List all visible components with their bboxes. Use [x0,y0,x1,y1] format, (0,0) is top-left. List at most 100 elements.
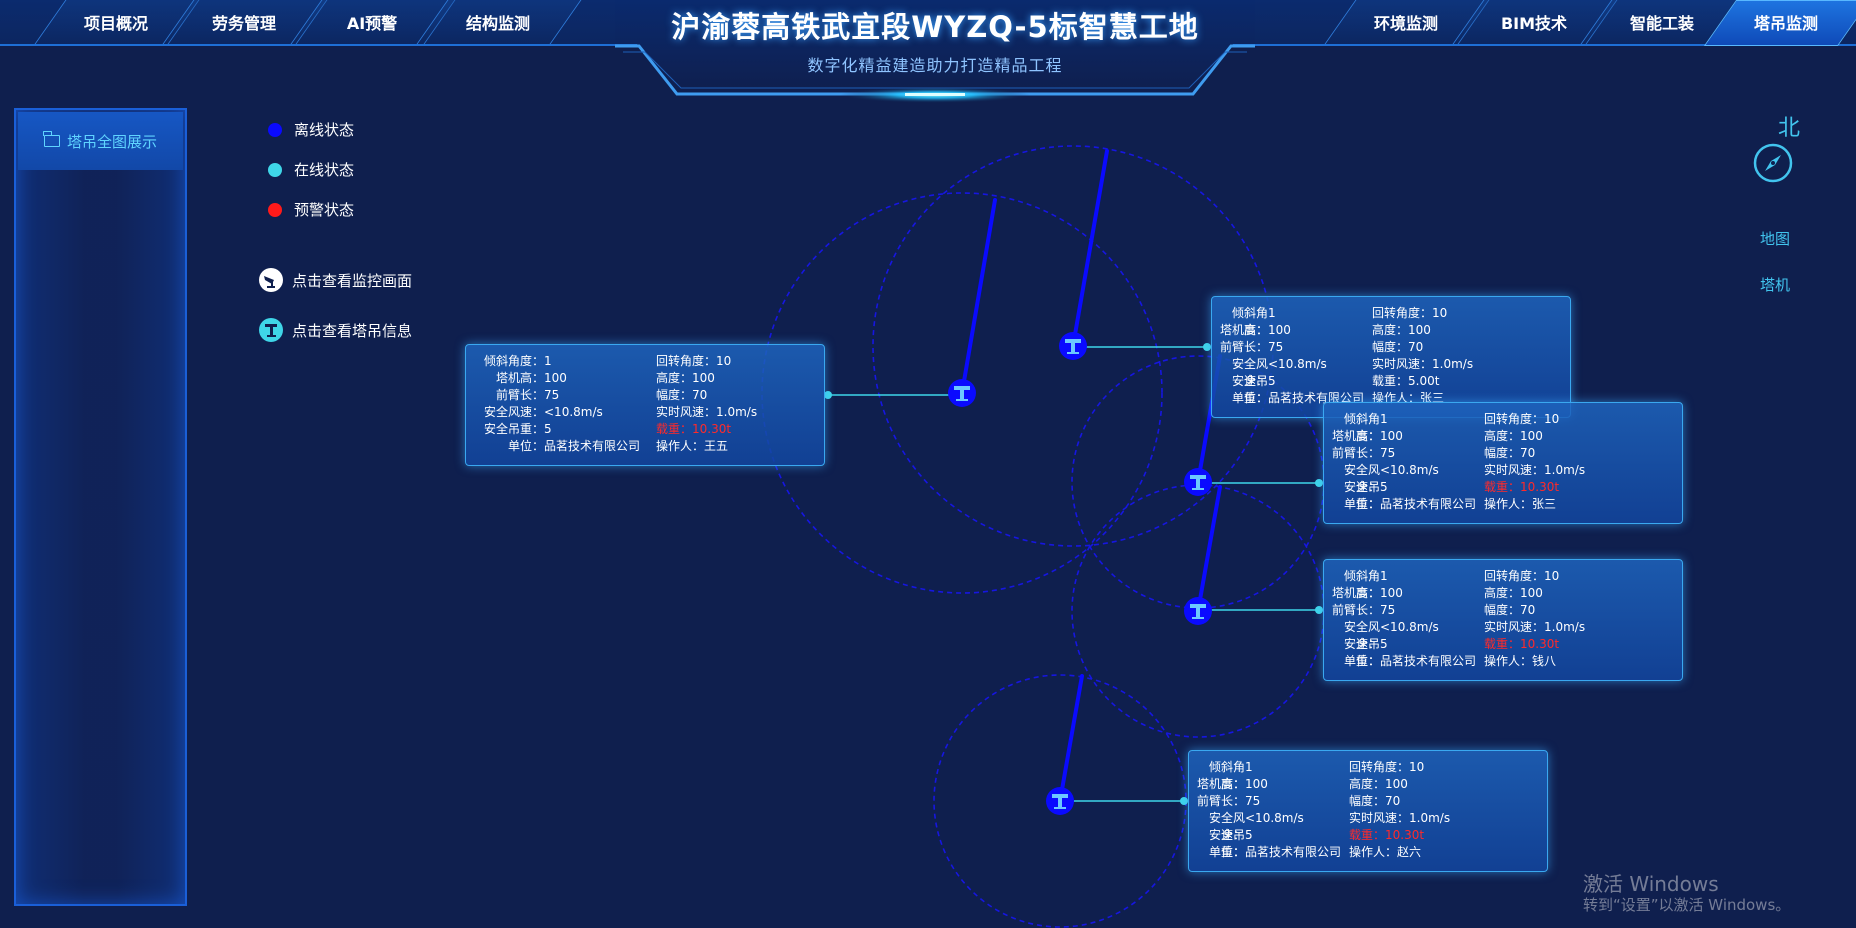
unit-label: 单位： [1343,654,1380,668]
tab-environment-monitoring[interactable]: 环境监测 [1340,0,1472,44]
tilt-value: 1 [1245,760,1253,774]
tab-labor-management[interactable]: 劳务管理 [178,0,310,44]
tab-bim-technology[interactable]: BIM技术 [1468,0,1600,44]
tower-height-label: 塔机高： [1196,777,1245,791]
operator-label: 操作人： [1484,654,1533,668]
operator-value: 张三 [1532,497,1557,511]
height-value: 100 [692,371,715,385]
crane-jib [1058,674,1084,803]
safe-load-label: 安全吊重： [1343,637,1380,668]
amplitude-label: 幅度： [1372,340,1409,354]
view-crane-info-button[interactable]: 点击查看塔吊信息 [259,318,412,342]
tower-height-label: 塔机高： [1219,323,1268,337]
height-label: 高度： [1372,323,1409,337]
title-plate-frame [615,0,1255,103]
load-label: 载重： [1349,828,1386,842]
height-value: 100 [1520,586,1543,600]
real-wind-label: 实时风速： [1484,463,1545,477]
safe-load-label: 安全吊重： [483,422,544,436]
folder-icon [43,131,60,147]
compass-icon[interactable] [1753,143,1793,183]
operator-value: 张三 [1420,391,1445,405]
tower-crane-icon[interactable] [948,379,976,407]
operator-label: 操作人： [1372,391,1421,405]
unit-label: 单位： [1343,497,1380,511]
tab-smart-tooling[interactable]: 智能工装 [1596,0,1728,44]
north-label: 北 [1778,116,1801,141]
safe-load-value: 5 [1380,480,1388,494]
crane-radius-circle [761,192,1163,594]
real-wind-value: 1.0m/s [1544,620,1586,634]
rotation-value: 10 [1432,306,1448,320]
front-arm-label: 前臂长： [1331,446,1380,460]
front-arm-value: 75 [544,388,560,402]
legend-label: 离线状态 [294,121,355,139]
tower-height-value: 100 [1245,777,1268,791]
tilt-value: 1 [544,354,552,368]
unit-value: 品茗技术有限公司 [1380,497,1477,511]
safe-wind-value: <10.8m/s [1380,620,1439,634]
safe-load-label: 安全吊重： [1208,828,1245,859]
unit-label: 单位： [1231,391,1268,405]
crane-link[interactable]: 塔机 [1760,276,1791,294]
rotation-label: 回转角度： [1484,569,1545,583]
crane-jib [960,198,997,395]
tab-tower-crane-monitoring[interactable]: 塔吊监测 [1720,0,1852,44]
rotation-label: 回转角度： [1484,412,1545,426]
tower-height-label: 塔机高： [1331,586,1380,600]
height-value: 100 [1385,777,1408,791]
legend-label: 预警状态 [294,201,355,219]
real-wind-label: 实时风速： [1372,357,1433,371]
unit-value: 品茗技术有限公司 [1380,654,1477,668]
real-wind-label: 实时风速： [1484,620,1545,634]
sidebar-item-label: 塔吊全图展示 [66,132,157,151]
tab-structure-monitoring[interactable]: 结构监测 [432,0,564,44]
front-arm-value: 75 [1380,446,1396,460]
sidebar-item-crane-overview[interactable]: 塔吊全图展示 [18,112,183,170]
legend-offline: 离线状态 [268,119,354,140]
tower-crane-icon[interactable] [1184,468,1212,496]
map-link[interactable]: 地图 [1760,230,1791,248]
legend-label: 在线状态 [294,161,355,179]
real-wind-value: 1.0m/s [1432,357,1474,371]
operator-label: 操作人： [1484,497,1533,511]
tilt-label: 倾斜角度： [1231,306,1268,337]
safe-wind-label: 安全风速： [1343,620,1380,651]
legend-warning: 预警状态 [268,199,354,220]
front-arm-value: 75 [1268,340,1284,354]
safe-wind-label: 安全风速： [483,405,544,419]
tower-height-label: 塔机高： [1331,429,1380,443]
amplitude-value: 70 [1520,603,1536,617]
view-monitor-button[interactable]: 点击查看监控画面 [259,268,412,292]
tower-crane-icon [259,318,283,342]
sidebar: 塔吊全图展示 [14,108,187,906]
tower-crane-icon[interactable] [1059,332,1087,360]
rotation-value: 10 [716,354,732,368]
unit-label: 单位： [507,439,544,453]
tilt-value: 1 [1268,306,1276,320]
tab-project-overview[interactable]: 项目概况 [50,0,182,44]
height-value: 100 [1408,323,1431,337]
load-label: 载重： [1484,480,1521,494]
amplitude-value: 70 [692,388,708,402]
tower-crane-icon[interactable] [1046,787,1074,815]
connector-dot [1180,797,1188,805]
tab-ai-warning[interactable]: AI预警 [306,0,438,44]
load-value: 10.30t [692,422,732,436]
safe-wind-label: 安全风速： [1343,463,1380,494]
load-value: 10.30t [1520,637,1560,651]
connector-dot [1315,606,1323,614]
tower-crane-icon[interactable] [1184,597,1212,625]
load-label: 载重： [1372,374,1409,388]
front-arm-label: 前臂长： [1219,340,1268,354]
unit-value: 品茗技术有限公司 [1268,391,1365,405]
load-value: 5.00t [1408,374,1440,388]
amplitude-label: 幅度： [1484,603,1521,617]
tower-height-value: 100 [1380,586,1403,600]
amplitude-value: 70 [1408,340,1424,354]
